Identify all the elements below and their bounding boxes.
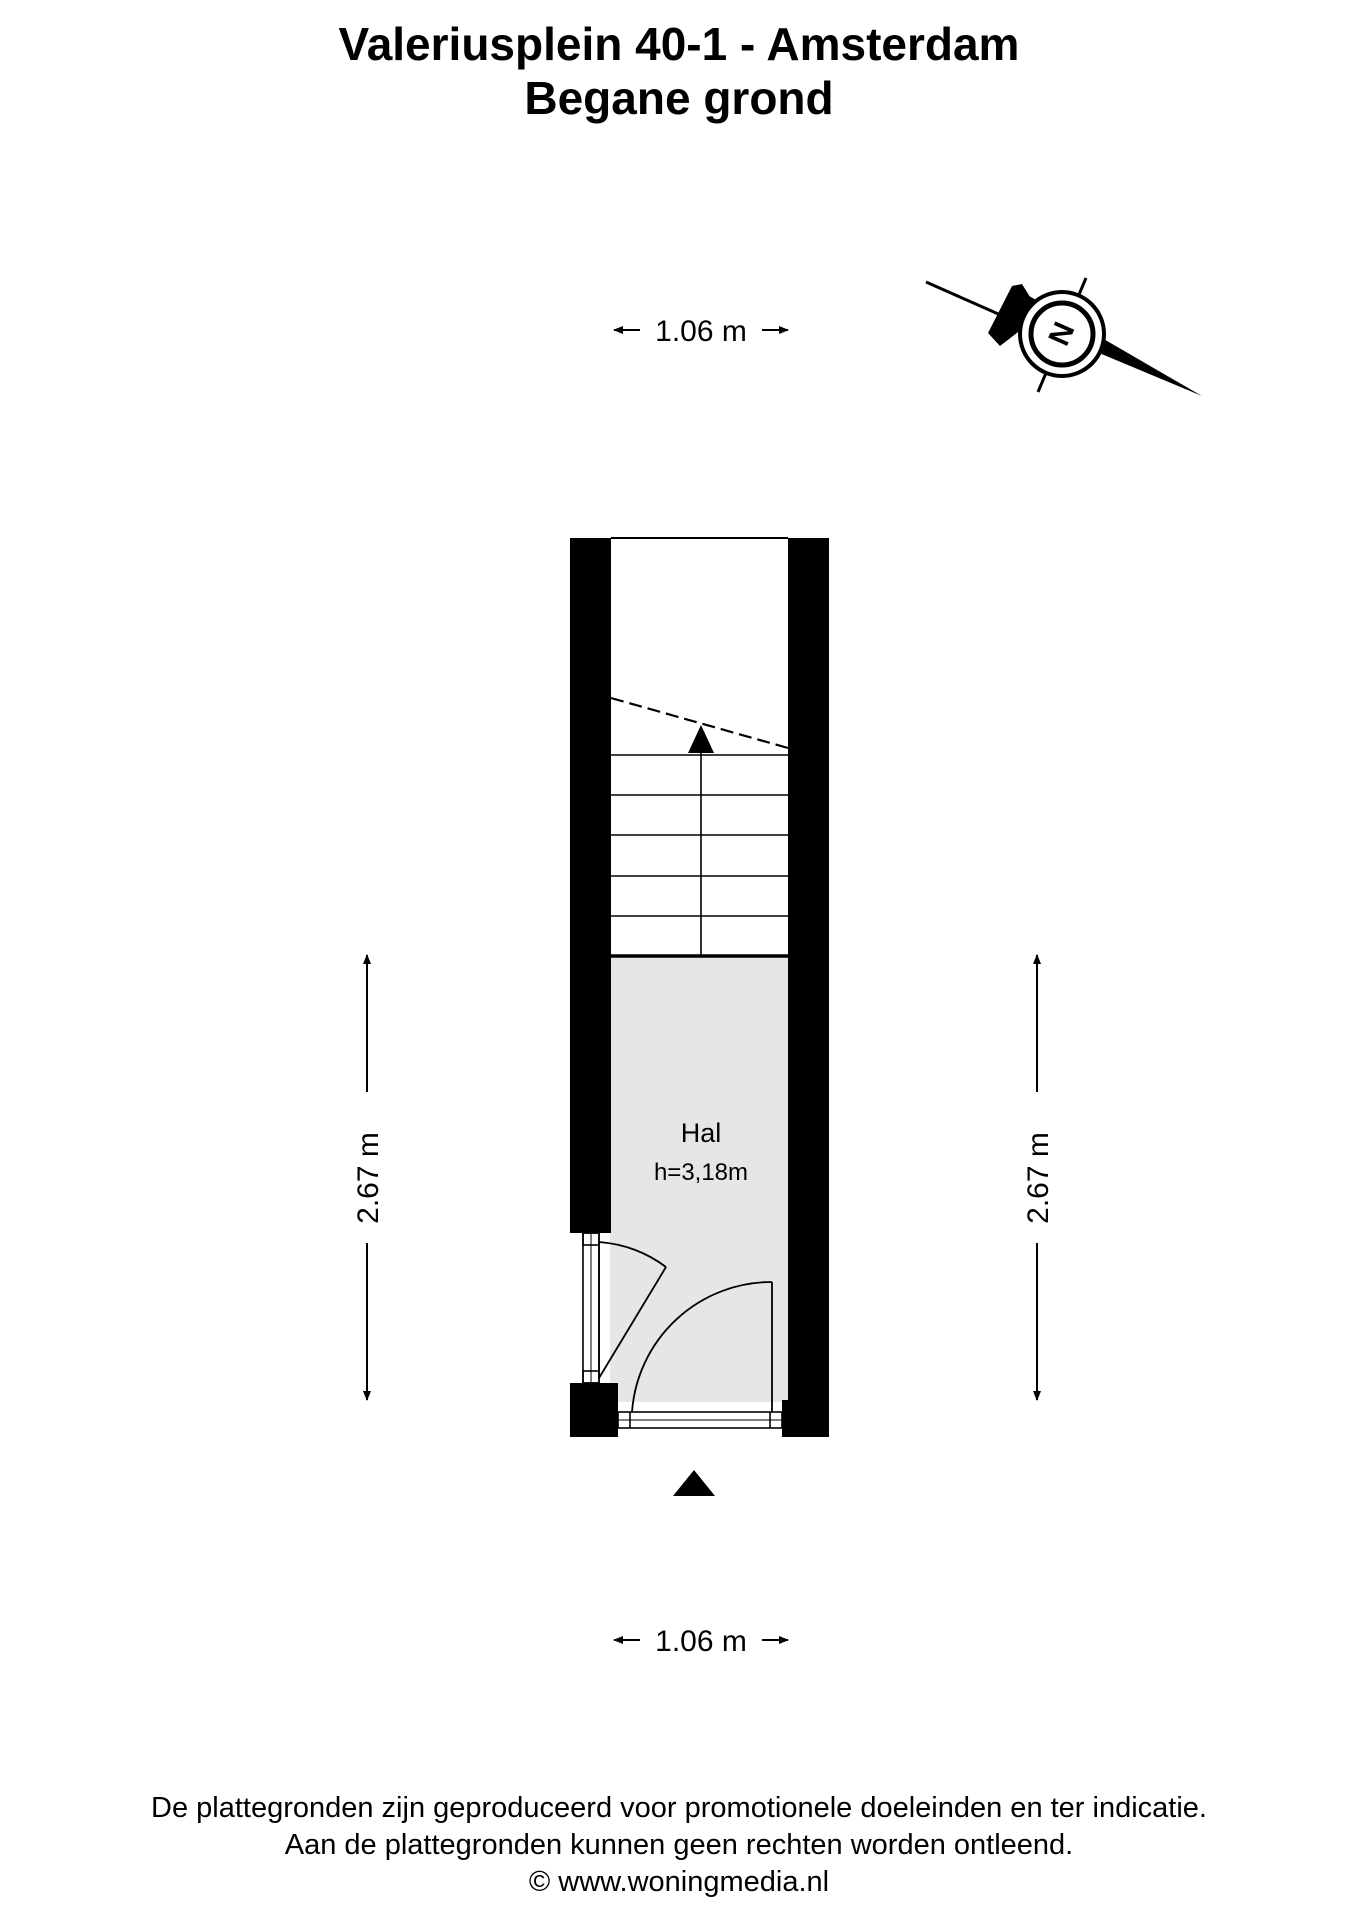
window-swing — [598, 1241, 667, 1379]
dimension-right-height-label: 2.67 m — [1022, 1132, 1055, 1224]
wall-right — [788, 538, 829, 1437]
stair-break-line — [610, 696, 789, 750]
wall-right-stub — [782, 1400, 796, 1437]
plan-title: Valeriusplein 40-1 - Amsterdam — [338, 18, 1020, 70]
wall-left — [570, 538, 611, 1233]
room-height: h=3,18m — [654, 1159, 748, 1186]
floor-name: Begane grond — [524, 72, 834, 124]
dimension-left-height: 2.67 m — [352, 954, 385, 1401]
dimension-bottom-width-label: 1.06 m — [655, 1625, 747, 1658]
room-name: Hal — [681, 1118, 722, 1148]
dimension-left-height-label: 2.67 m — [352, 1132, 385, 1224]
wall-left-stub — [570, 1383, 618, 1437]
room-hal-floor — [610, 956, 788, 1402]
dimension-right-height: 2.67 m — [1022, 954, 1055, 1401]
side-window — [582, 1232, 600, 1384]
north-arrow-icon: N — [925, 277, 1202, 396]
walls — [570, 538, 829, 1437]
entrance-triangle-icon — [673, 1470, 715, 1496]
front-door — [617, 1281, 783, 1429]
disclaimer-line-2: Aan de plattegronden kunnen geen rechten… — [284, 1829, 1074, 1861]
stair-treads — [611, 754, 788, 917]
disclaimer-line-1: De plattegronden zijn geproduceerd voor … — [151, 1792, 1207, 1824]
dimension-top-width: 1.06 m — [613, 315, 789, 348]
stair-direction-arrow-icon — [688, 725, 714, 955]
copyright-line: © www.woningmedia.nl — [528, 1866, 830, 1898]
dimension-top-width-label: 1.06 m — [655, 315, 747, 348]
dimension-bottom-width: 1.06 m — [613, 1625, 789, 1658]
